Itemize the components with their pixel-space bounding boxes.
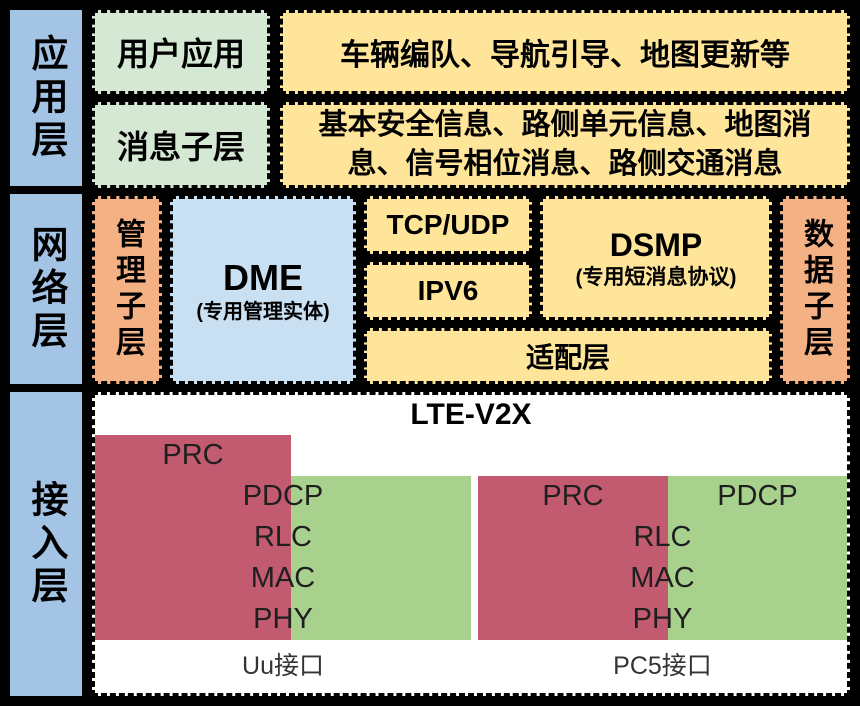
uu-phy-control-block bbox=[95, 599, 291, 640]
pc5-rlc-user-block bbox=[668, 517, 847, 558]
rlc-row: RLC RLC bbox=[95, 517, 847, 558]
pc5-rlc-control-block bbox=[478, 517, 668, 558]
dme-subtitle: (专用管理实体) bbox=[196, 301, 330, 323]
tcp-udp-box: TCP/UDP bbox=[364, 196, 532, 254]
uu-mac-control-block bbox=[95, 558, 291, 599]
pc5-interface-label: PC5接口 bbox=[613, 652, 712, 680]
uu-pdcp-user-block bbox=[291, 476, 471, 517]
uu-rlc-user-block bbox=[291, 517, 471, 558]
mac-row: MAC MAC bbox=[95, 558, 847, 599]
user-application-box: 用户应用 bbox=[92, 10, 270, 94]
message-sublayer-box: 消息子层 bbox=[92, 102, 270, 188]
pc5-pdcp-user-block bbox=[668, 476, 847, 517]
layer-label-network: 网络层 bbox=[10, 194, 82, 384]
pc5-phy-user-block bbox=[668, 599, 847, 640]
uu-rlc-label: RLC bbox=[253, 521, 312, 553]
message-types-box: 基本安全信息、路侧单元信息、地图消息、信号相位消息、路侧交通消息 bbox=[280, 102, 850, 188]
pc5-pdcp-label: PDCP bbox=[717, 480, 798, 512]
uu-phy-user-block bbox=[291, 599, 471, 640]
uu-phy-label: PHY bbox=[253, 603, 313, 635]
dme-title: DME bbox=[223, 257, 303, 298]
pc5-phy-control-block bbox=[478, 599, 668, 640]
pc5-prc-control-block bbox=[478, 476, 668, 517]
uu-interface-label: Uu接口 bbox=[242, 652, 324, 680]
pc5-phy-label: PHY bbox=[632, 603, 693, 635]
layer-label-access: 接入层 bbox=[10, 392, 82, 696]
dme-box: DME (专用管理实体) bbox=[170, 196, 356, 384]
adaptation-layer-box: 适配层 bbox=[364, 328, 772, 384]
uu-pdcp-label: PDCP bbox=[242, 480, 324, 512]
dsmp-subtitle: (专用短消息协议) bbox=[575, 265, 737, 289]
uu-pdcp-control-block bbox=[95, 476, 291, 517]
data-sublayer-box: 数据子层 bbox=[780, 196, 850, 384]
uu-prc-label: PRC bbox=[162, 439, 224, 471]
lte-v2x-title: LTE-V2X bbox=[410, 398, 532, 431]
prc-row: PRC bbox=[95, 435, 847, 476]
ipv6-box: IPV6 bbox=[364, 262, 532, 320]
pc5-mac-user-block bbox=[668, 558, 847, 599]
management-sublayer-box: 管理子层 bbox=[92, 196, 162, 384]
pdcp-row: PDCP PRC PDCP bbox=[95, 476, 847, 517]
pc5-rlc-label: RLC bbox=[633, 521, 692, 553]
uu-rlc-control-block bbox=[95, 517, 291, 558]
pc5-mac-label: MAC bbox=[630, 562, 695, 594]
pc5-mac-control-block bbox=[478, 558, 668, 599]
dsmp-box: DSMP (专用短消息协议) bbox=[540, 196, 772, 320]
uu-mac-user-block bbox=[291, 558, 471, 599]
user-application-examples-box: 车辆编队、导航引导、地图更新等 bbox=[280, 10, 850, 94]
access-layer-panel: LTE-V2X PRC PDCP PRC PDCP RLC RLC bbox=[92, 392, 850, 696]
dsmp-title: DSMP bbox=[609, 226, 703, 263]
pc5-prc-label: PRC bbox=[542, 480, 604, 512]
uu-prc-control-block bbox=[95, 435, 291, 476]
phy-row: PHY PHY bbox=[95, 599, 847, 640]
layer-label-application: 应用层 bbox=[10, 10, 82, 186]
uu-mac-label: MAC bbox=[250, 562, 316, 594]
